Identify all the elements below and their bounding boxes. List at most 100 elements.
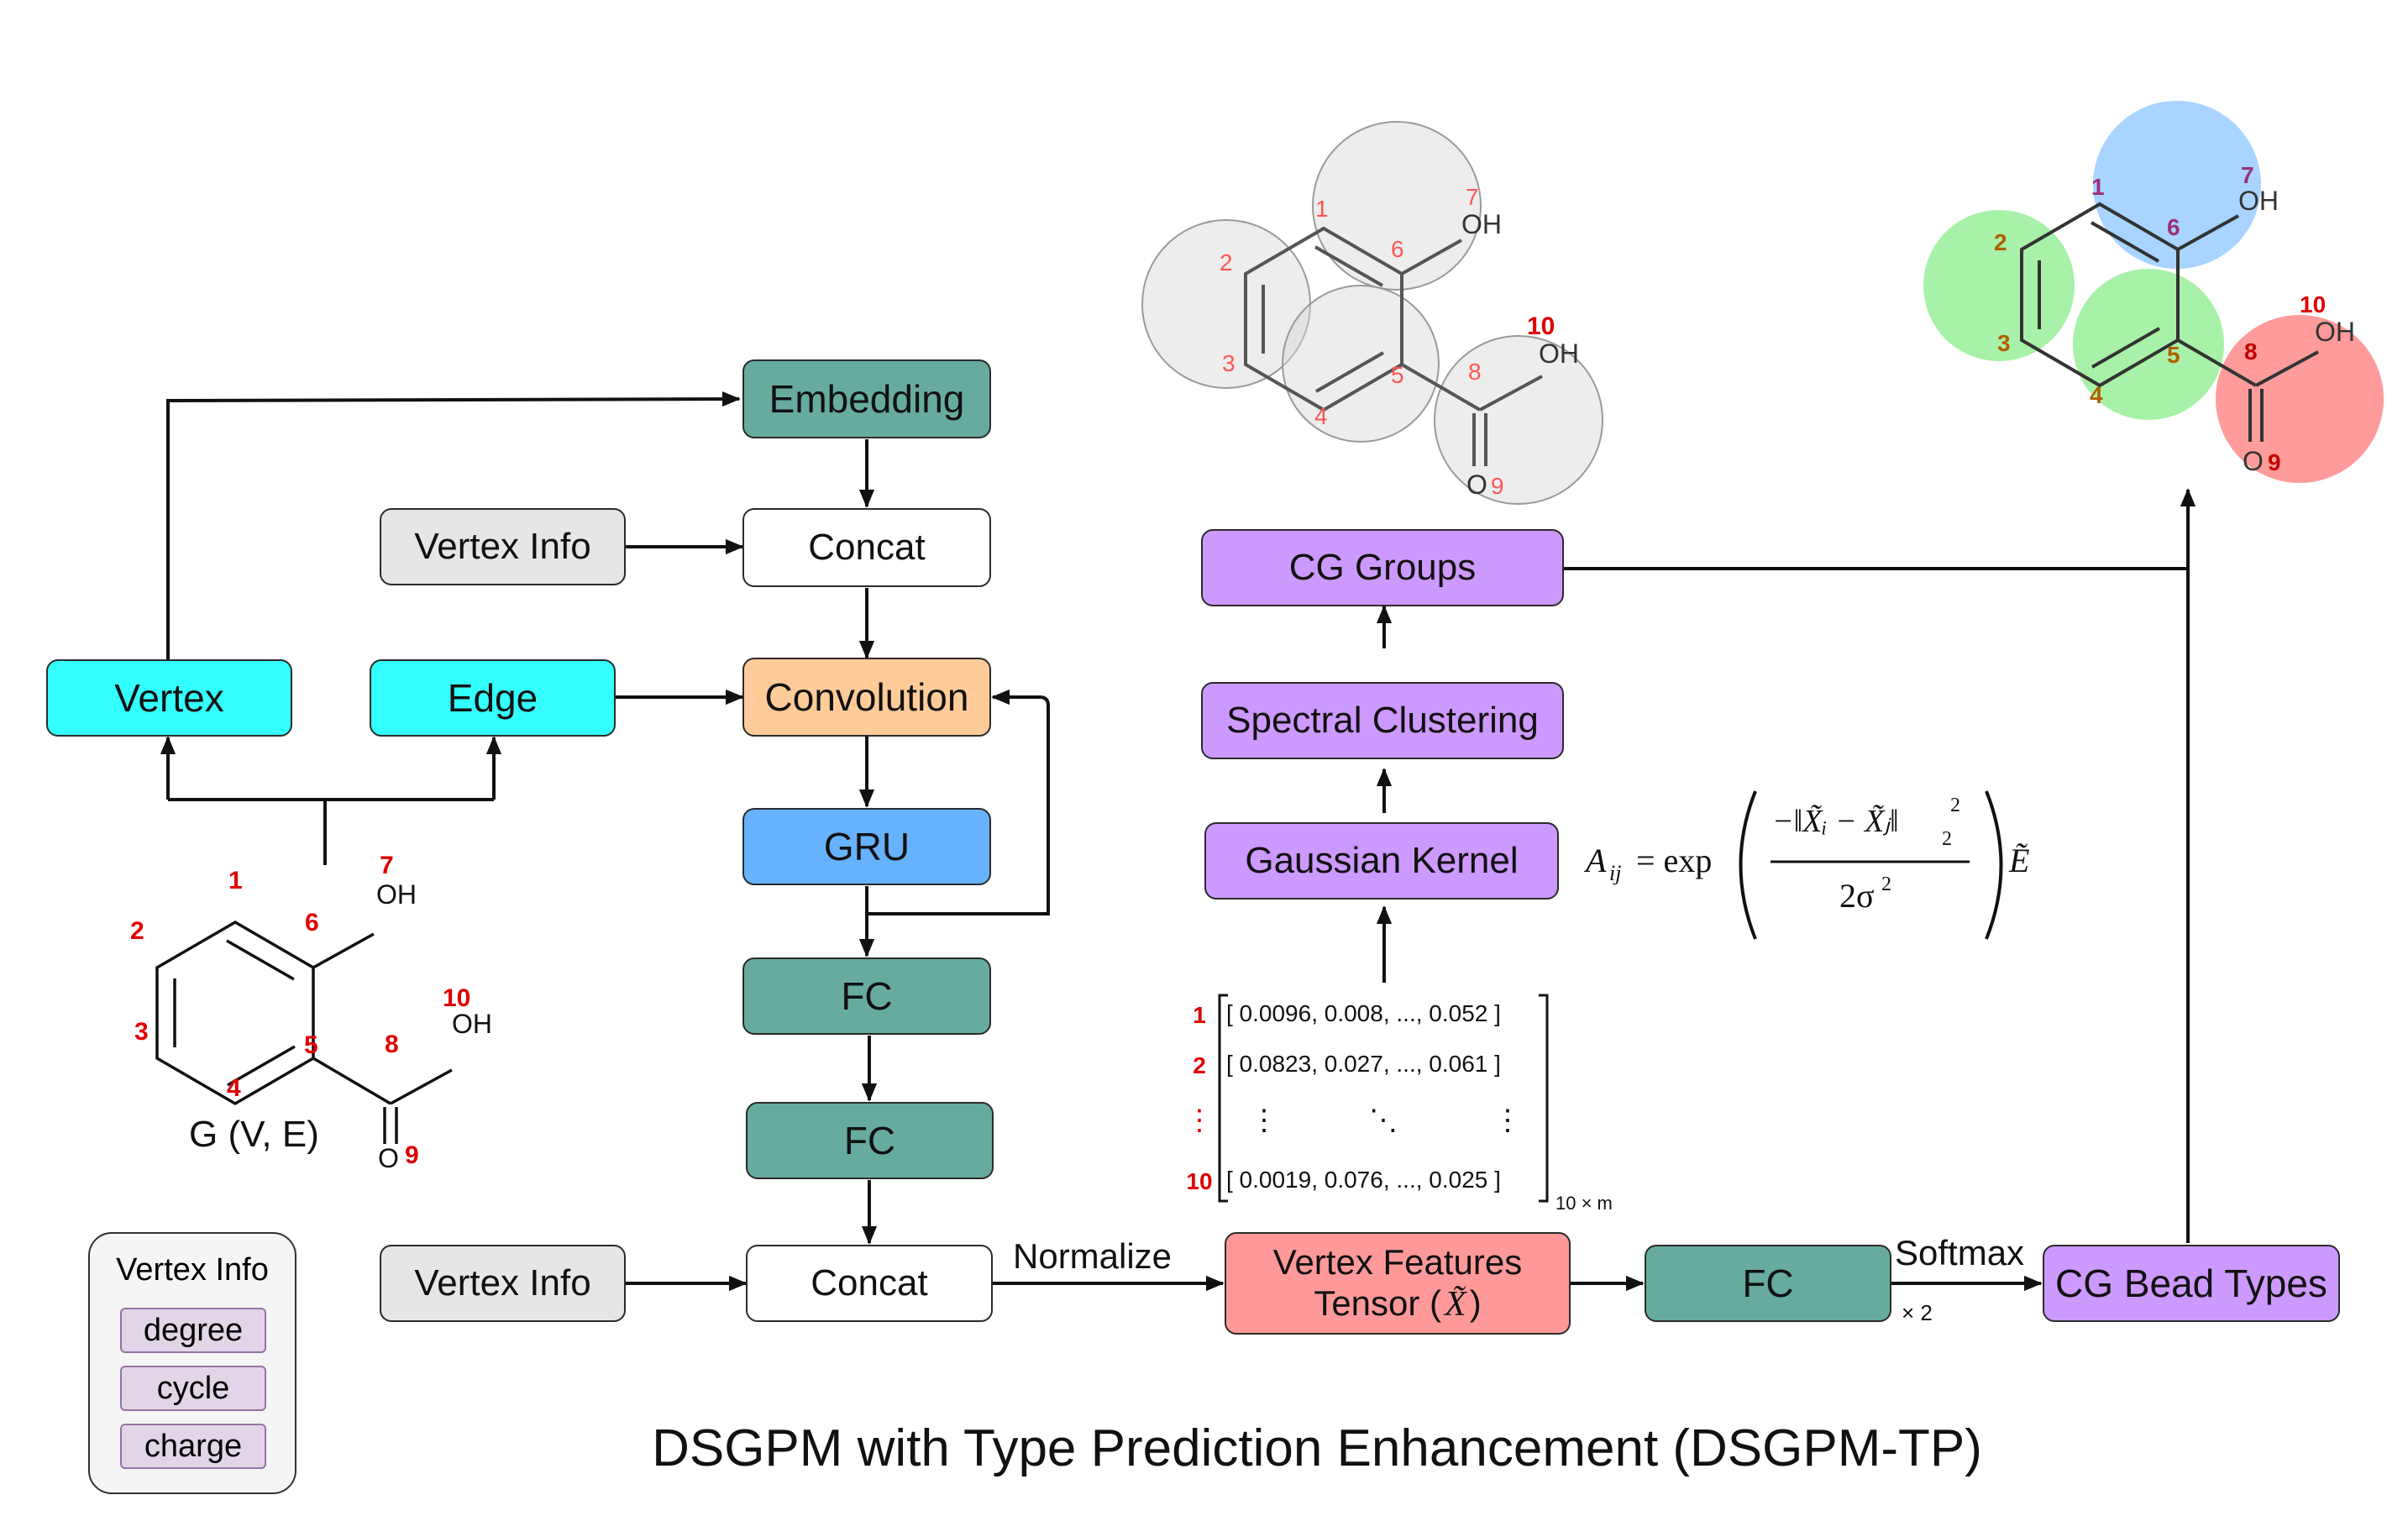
oh-label: OH (1461, 209, 1502, 239)
vertex-info-node-top[interactable]: Vertex Info (380, 508, 626, 585)
legend-title: Vertex Info (116, 1252, 269, 1288)
atom-number: 4 (1314, 403, 1328, 429)
atom-number: 5 (2167, 342, 2180, 368)
matrix-row: [ 0.0823, 0.027, ..., 0.061 ] (1226, 1051, 1501, 1077)
matrix-vdots: ⋮ (1250, 1104, 1278, 1136)
formula-num-sup: 2 (1950, 795, 1960, 816)
atom-number: 1 (2091, 174, 2105, 200)
matrix-row-index-dots: ⋮ (1185, 1104, 1214, 1136)
atom-number: 3 (1222, 350, 1235, 376)
gaussian-kernel-node[interactable]: Gaussian Kernel (1204, 822, 1559, 900)
atom-number: 7 (1466, 184, 1479, 210)
atom-number: 3 (1997, 330, 2011, 356)
matrix-ddots: ⋱ (1369, 1104, 1398, 1136)
cg-groups-node[interactable]: CG Groups (1201, 529, 1564, 606)
atom-number: 2 (1994, 229, 2007, 255)
atom-number: 8 (2244, 338, 2258, 365)
cg-molecule-colored (2020, 202, 2319, 442)
atom-number: 1 (228, 867, 243, 894)
vertex-info-legend: Vertex Info degree cycle charge (88, 1232, 296, 1494)
atom-number: 10 (443, 984, 470, 1012)
connectors (160, 391, 2196, 1292)
oh-label: OH (2238, 186, 2279, 216)
formula-eq: = exp (1636, 842, 1712, 879)
oh-label: OH (376, 879, 417, 910)
atom-number: 3 (134, 1018, 149, 1046)
atom-number: 8 (385, 1031, 399, 1058)
formula-num-sub: 2 (1942, 828, 1952, 850)
formula-lhs-sub: ij (1609, 861, 1621, 885)
formula-numerator: −‖X̃ᵢ − X̃ⱼ‖ (1772, 804, 1899, 839)
atom-number: 9 (405, 1141, 419, 1169)
oh-label: OH (452, 1009, 492, 1039)
edge-node[interactable]: Edge (370, 659, 616, 737)
atom-number: 6 (305, 909, 319, 936)
vertex-info-node-bottom[interactable]: Vertex Info (380, 1245, 626, 1322)
atom-number: 4 (2090, 382, 2103, 408)
o-label: O (1466, 469, 1487, 500)
concat-node-top[interactable]: Concat (742, 508, 991, 587)
spectral-clustering-node[interactable]: Spectral Clustering (1201, 682, 1564, 759)
oh-label: OH (2315, 317, 2355, 347)
cg-molecule-colored-labels: 1 2 3 4 5 6 7 8 9 10 (1994, 162, 2326, 475)
atom-number: 9 (1491, 473, 1504, 499)
cg-bead-types-node[interactable]: CG Bead Types (2043, 1245, 2340, 1322)
atom-number: 5 (1391, 362, 1404, 388)
convolution-node[interactable]: Convolution (742, 658, 991, 737)
legend-item-cycle: cycle (120, 1366, 266, 1411)
vertex-features-node[interactable]: Vertex Features Tensor (X̃) (1225, 1232, 1571, 1335)
fc-node-1[interactable]: FC (742, 957, 991, 1035)
atom-number: 5 (304, 1031, 318, 1059)
o-label: O (2243, 446, 2264, 476)
fc-node-3[interactable]: FC (1645, 1245, 1891, 1322)
matrix-size-label: 10 × m (1555, 1193, 1613, 1214)
atom-number: 8 (1468, 359, 1482, 385)
gaussian-formula: A ij = exp −‖X̃ᵢ − X̃ⱼ‖ 2 2 2σ 2 Ẽ (1583, 790, 2029, 940)
atom-number: 1 (1315, 196, 1329, 222)
vertex-node[interactable]: Vertex (46, 659, 292, 737)
atom-number: 4 (227, 1074, 241, 1102)
normalize-label: Normalize (1013, 1236, 1172, 1276)
atom-number: 9 (2268, 449, 2281, 475)
atom-number: 2 (1220, 249, 1233, 275)
cg-molecule-gray-labels: 1 2 3 4 5 6 7 8 9 (1220, 184, 1504, 499)
formula-tail: Ẽ (2008, 842, 2029, 879)
fc-node-2[interactable]: FC (746, 1102, 994, 1179)
times-two-label: × 2 (1902, 1300, 1933, 1325)
vertex-features-line1: Vertex Features (1272, 1242, 1523, 1283)
matrix-vdots: ⋮ (1493, 1104, 1522, 1136)
softmax-label: Softmax (1895, 1233, 2024, 1272)
embedding-node[interactable]: Embedding (742, 359, 991, 438)
atom-number: 7 (2241, 162, 2254, 188)
formula-lhs: A (1583, 842, 1607, 879)
close-paren: ) (1469, 1283, 1482, 1323)
atom-number: 7 (380, 852, 394, 879)
arrow-vertex-to-embedding (166, 391, 741, 659)
gru-node[interactable]: GRU (742, 808, 991, 885)
matrix-row: [ 0.0096, 0.008, ..., 0.052 ] (1226, 1000, 1501, 1026)
arrow-gru-feedback-to-convolution (865, 689, 1050, 915)
atom-number: 2 (130, 917, 144, 945)
vertex-features-line2: Tensor (X̃) (1314, 1283, 1481, 1325)
atom-number: 10 (2300, 291, 2326, 317)
matrix-row-index: 2 (1193, 1052, 1206, 1078)
arrow-graph-split (168, 798, 494, 865)
legend-item-degree: degree (120, 1308, 266, 1353)
matrix-row-index: 10 (1186, 1168, 1212, 1194)
input-molecule (155, 920, 453, 1144)
cg-molecule-gray (1244, 226, 1543, 466)
input-molecule-atoms: OH OH O (376, 879, 492, 1173)
feature-matrix: 1 2 ⋮ 10 [ 0.0096, 0.008, ..., 0.052 ] [… (1185, 994, 1613, 1214)
o-label: O (378, 1143, 399, 1173)
oh-label: OH (1539, 338, 1579, 369)
cg-molecule-colored-atoms: OH OH O (2238, 186, 2355, 476)
cg-molecule-gray-atoms: OH OH O (1461, 209, 1579, 500)
x-tilde-symbol: X̃ (1445, 1284, 1466, 1324)
tensor-word: Tensor ( (1314, 1283, 1442, 1323)
atom-number: 6 (2167, 214, 2180, 240)
legend-item-charge: charge (120, 1424, 266, 1469)
graph-label: G (V, E) (189, 1114, 319, 1155)
concat-node-bottom[interactable]: Concat (746, 1245, 993, 1322)
atom-number: 6 (1391, 236, 1404, 262)
